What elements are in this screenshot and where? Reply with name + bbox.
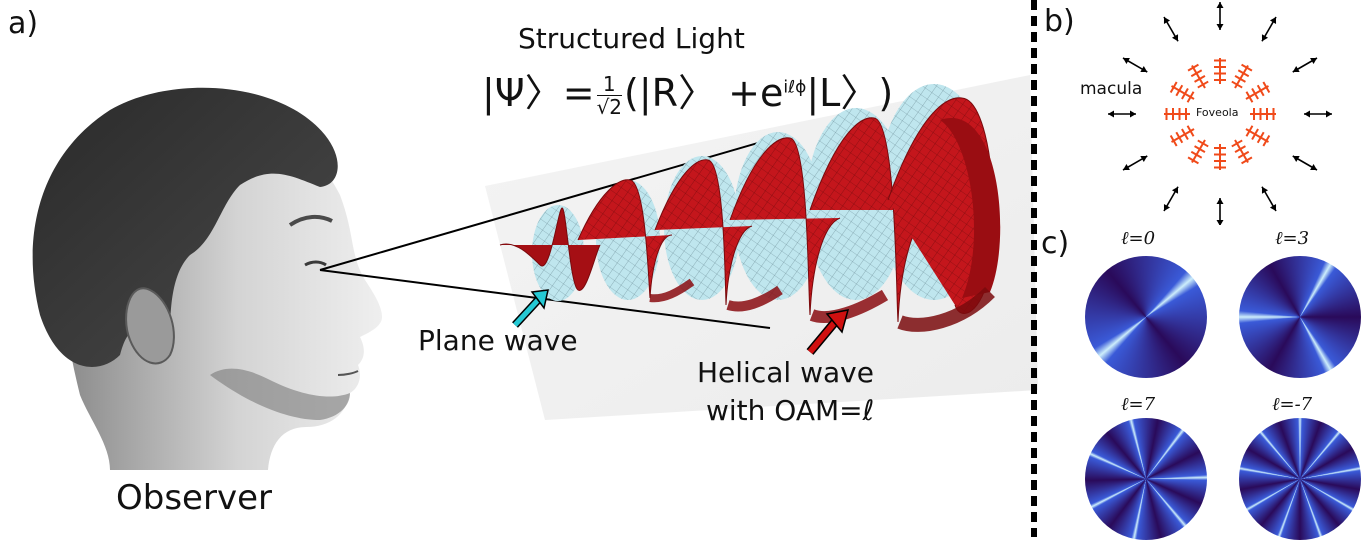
plane-wave-label: Plane wave	[418, 324, 578, 357]
polarization-disc-l7	[1085, 418, 1207, 540]
radial-arrow	[1292, 155, 1318, 171]
state-equation: |Ψ〉=1√2(|R〉 +eiℓϕ|L〉)	[482, 62, 893, 118]
brush-mark	[1169, 125, 1195, 147]
brush-mark	[1169, 81, 1195, 103]
equation-ket-psi: |Ψ〉=	[482, 71, 595, 115]
pattern-label-l3: ℓ=3	[1275, 228, 1310, 249]
panel-b-label: b)	[1044, 4, 1075, 39]
pattern-label-l0: ℓ=0	[1121, 228, 1156, 249]
radial-arrow	[1108, 110, 1136, 118]
radial-arrow	[1292, 57, 1318, 73]
panel-a-label: a)	[8, 6, 39, 41]
equation-exponent: iℓϕ	[783, 77, 807, 98]
observer-label: Observer	[116, 478, 272, 518]
helical-wave-arrow	[806, 309, 850, 355]
equation-ket-l: |L〉)	[806, 71, 894, 115]
equation-fraction: 1√2	[596, 73, 623, 119]
foveola-label: Foveola	[1196, 106, 1239, 119]
brush-mark	[1245, 81, 1271, 103]
equation-plus-e: +e	[728, 71, 784, 115]
radial-arrow	[1304, 110, 1332, 118]
brush-mark	[1214, 144, 1226, 170]
brush-mark	[1214, 58, 1226, 84]
radial-arrow	[1261, 16, 1277, 42]
foveola-brush-marks	[1164, 58, 1276, 170]
helical-wave-label-line2: with OAM=ℓ	[706, 394, 875, 427]
radial-arrow	[1122, 57, 1148, 73]
pattern-label-lm7: ℓ=-7	[1272, 394, 1313, 415]
brush-mark	[1231, 139, 1253, 165]
observer-head-image	[32, 87, 382, 470]
structured-light-title: Structured Light	[518, 22, 745, 55]
brush-mark	[1187, 63, 1209, 89]
brush-mark	[1250, 108, 1276, 120]
radial-arrow	[1261, 186, 1277, 212]
equation-ket-r: (|R〉	[624, 71, 717, 115]
plane-wave-arrow	[512, 289, 549, 328]
radial-arrow	[1122, 155, 1148, 171]
brush-mark	[1231, 63, 1253, 89]
helical-wave-label-line1: Helical wave	[697, 356, 874, 389]
polarization-disc-l0	[1085, 256, 1207, 378]
radial-arrow	[1163, 186, 1179, 212]
equation-frac-den: √2	[596, 95, 623, 119]
brush-mark	[1187, 139, 1209, 165]
radial-arrow	[1216, 2, 1224, 30]
macula-radial-arrows	[1108, 2, 1332, 225]
polarization-disc-l3	[1239, 256, 1361, 378]
macula-label: macula	[1080, 79, 1143, 99]
macula-diagram	[1108, 2, 1332, 225]
helical-ribbon	[499, 97, 1001, 332]
radial-arrow	[1216, 198, 1224, 225]
panel-c-label: c)	[1041, 226, 1070, 261]
brush-mark	[1245, 125, 1271, 147]
panel-divider	[1031, 0, 1037, 537]
pattern-label-l7: ℓ=7	[1121, 394, 1156, 415]
helical-wave-diagram	[319, 75, 1038, 420]
brush-mark	[1164, 108, 1190, 120]
radial-arrow	[1163, 16, 1179, 42]
equation-frac-num: 1	[596, 73, 623, 96]
polarization-disc-lm7	[1239, 418, 1361, 540]
